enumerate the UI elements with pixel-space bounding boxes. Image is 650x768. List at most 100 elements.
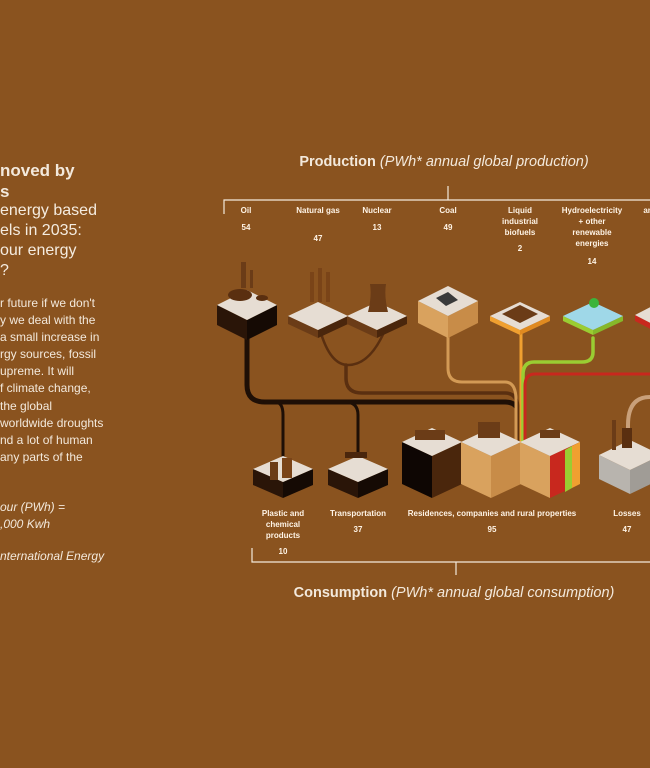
other-energy-block-top-face <box>635 307 650 323</box>
natural-gas-block-top-face <box>288 302 348 330</box>
production-4-value: 2 <box>517 244 523 253</box>
body-line: the global <box>0 398 53 413</box>
oil-block-right-face <box>247 305 277 340</box>
plastic-block-left-face <box>253 469 283 498</box>
residences-block-2-left-face <box>461 442 491 498</box>
production-1-value: 47 <box>313 234 323 243</box>
gas-plant-icon <box>326 272 330 302</box>
production-heading: Production (PWh* annual global productio… <box>299 154 588 170</box>
oil-plastic-flow <box>263 400 285 462</box>
plastic-block-right-face <box>283 469 313 498</box>
source-note: nternational Energy <box>0 549 105 563</box>
residences-block-1-left-face <box>402 442 432 498</box>
production-6-label: an <box>643 206 650 215</box>
natural-gas-block-right-face <box>318 316 348 338</box>
biofuel-field-icon <box>502 305 538 323</box>
consumption-2-value: 95 <box>487 525 497 534</box>
coal-block-left-face <box>418 301 448 338</box>
note-line: ,000 Kwh <box>0 517 51 531</box>
gas-nuclear-flow <box>318 328 387 367</box>
transport-block-top-face <box>328 456 388 482</box>
subtitle-line: els in 2035: <box>0 222 82 239</box>
note-line: our (PWh) = <box>0 500 66 514</box>
oil-tank-icon <box>256 295 268 301</box>
consumption-1-value: 37 <box>353 525 363 534</box>
other-energy-flow <box>523 372 650 447</box>
losses-block-left-face <box>599 455 630 494</box>
tree-icon <box>589 298 599 308</box>
factory-icon <box>270 462 278 480</box>
losses-flow <box>626 395 650 442</box>
farm-icon <box>540 430 560 438</box>
cooling-tower-icon <box>368 284 388 312</box>
production-3-value: 49 <box>443 223 453 232</box>
oil-derrick-icon <box>250 270 253 288</box>
gas-plant-icon <box>318 268 322 302</box>
residences-block-2-right-face <box>491 442 521 498</box>
losses-structure-icon <box>622 428 632 448</box>
consumption-bracket <box>251 548 650 575</box>
natural-gas-block-left-face <box>288 316 318 338</box>
consumption-2-label: Residences, companies and rural properti… <box>407 509 577 518</box>
consumption-3-label: Losses <box>613 509 641 518</box>
production-5-value: 14 <box>587 257 597 266</box>
losses-block-right-face <box>630 460 650 494</box>
train-icon <box>345 452 367 458</box>
consumption-3-value: 47 <box>622 525 632 534</box>
subtitle-line: ? <box>0 262 9 279</box>
oil-block-left-face <box>217 305 247 340</box>
factory-icon <box>282 458 292 478</box>
gas-plant-icon <box>310 272 314 302</box>
nuclear-block-right-face <box>377 316 407 338</box>
article-title: noved by s <box>0 160 75 202</box>
nuclear-block-left-face <box>347 316 377 338</box>
body-line: a small increase in <box>0 330 100 345</box>
losses-structure-icon <box>612 420 616 450</box>
consumption-heading: Consumption (PWh* annual global consumpt… <box>294 585 615 601</box>
production-1-label: Natural gas <box>296 206 340 215</box>
unit-note: our (PWh) = ,000 Kwh <box>0 499 65 533</box>
title-line: noved by <box>0 161 75 180</box>
body-line: rgy sources, fossil <box>0 347 97 362</box>
biofuel-block-right-face <box>520 316 550 335</box>
article-body: r future if we don't y we deal with the … <box>0 295 103 466</box>
renewable-block-top-face <box>563 302 623 330</box>
body-line: f climate change, <box>0 381 91 396</box>
production-2-value: 13 <box>372 223 382 232</box>
other-energy-block-left-face <box>635 315 650 329</box>
body-line: upreme. It will <box>0 364 75 379</box>
transport-block-right-face <box>358 469 388 498</box>
residences-stripe-green <box>565 446 572 492</box>
buildings-icon <box>478 422 500 438</box>
body-line: r future if we don't <box>0 296 96 310</box>
body-line: nd a lot of human <box>0 432 93 447</box>
production-2-label: Nuclear <box>362 206 392 215</box>
subtitle-line: energy based <box>0 202 97 219</box>
subtitle-line: our energy <box>0 242 77 259</box>
biofuel-block-left-face <box>490 316 520 335</box>
production-0-label: Oil <box>240 206 252 215</box>
residences-block-3-top-face <box>520 428 580 456</box>
body-line: y we deal with the <box>0 313 96 328</box>
production-3-label: Coal <box>439 206 457 215</box>
nuclear-block-top-face <box>347 302 407 330</box>
consumption-subtitle: (PWh* annual global consumption) <box>391 585 615 601</box>
renewable-block-right-face <box>593 316 623 335</box>
transport-block-left-face <box>328 469 358 498</box>
consumption-title: Consumption <box>293 585 388 601</box>
oil-derrick-icon <box>241 262 246 288</box>
residences-block-3-left-face <box>520 442 550 498</box>
production-0-value: 54 <box>241 223 251 232</box>
residences-block-2-top-face <box>461 428 521 456</box>
coal-pile-icon <box>436 292 458 306</box>
oil-tank-icon <box>228 289 252 301</box>
body-line: worldwide droughts <box>0 415 104 430</box>
residences-block-1-right-face <box>432 442 462 498</box>
renewable-block-left-face <box>563 316 593 335</box>
body-line: any parts of the <box>0 449 83 464</box>
houses-icon <box>415 430 445 440</box>
